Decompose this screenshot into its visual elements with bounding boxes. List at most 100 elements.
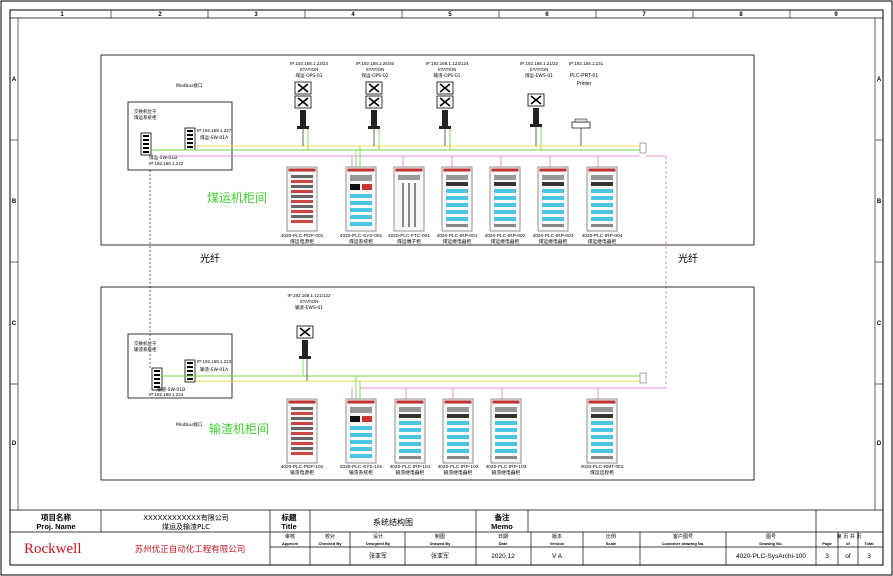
cabinet-pdp-101-desc: 输渣电源柜 — [290, 469, 314, 476]
hdr-drawed-en: Drawed By — [430, 541, 451, 546]
grid-row-c-left: C — [12, 321, 17, 327]
cabinet-sys-101-code: 4020-PLC-SYS-101 — [340, 464, 383, 470]
rockwell-logo-text: Rockwell — [24, 541, 82, 557]
bottom-switch-b-icon — [151, 367, 163, 391]
bottom-sw-b-name: 输渣-SW-01B — [157, 386, 185, 393]
grid-col-6: 6 — [545, 12, 549, 18]
hdr-checked-cn: 校对 — [325, 533, 335, 540]
fiber-label-left: 光纤 — [200, 252, 220, 265]
hdr-date-en: Date — [499, 541, 508, 546]
grid-col-2: 2 — [158, 12, 162, 18]
proj-name-en: Proj. Name — [36, 522, 75, 531]
ops-01-name: 煤运-OPS-01 — [295, 72, 322, 79]
cabinet-sys-101-desc: 输渣系统柜 — [349, 469, 373, 476]
grid-col-5: 5 — [448, 12, 452, 18]
top-sw-b-ip: IP:192.168.1.222 — [149, 161, 184, 166]
bottom-modbus-label: Modbus接口 — [176, 421, 203, 428]
contractor-name: 苏州优正自动化工程有限公司 — [135, 544, 246, 555]
grid-col-1: 1 — [60, 12, 64, 18]
cabinet-pdp-001-icon — [286, 166, 318, 232]
bottom-sw-a-name: 输渣-SW-01A — [200, 366, 229, 373]
cabinet-sys-101-icon — [345, 398, 377, 464]
cabinet-ftc-001-code: 4020-PLC-FTC-001 — [388, 233, 430, 239]
cabinet-sys-001-icon — [345, 166, 377, 232]
top-sw-a-ip: IP:192.168.1.227 — [197, 128, 232, 133]
hdr-version-cn: 版本 — [552, 533, 562, 540]
ops-01-ip: IP:192.168.1.23/24 — [290, 61, 329, 66]
top-switch-box-title1: 交换机位于 — [134, 108, 157, 115]
hdr-scale-cn: 比例 — [606, 533, 616, 540]
cabinet-irp-004-icon — [586, 166, 618, 232]
ops-02-ip: IP:192.168.1.25/26 — [356, 61, 395, 66]
cabinet-irp-102-icon — [442, 398, 474, 464]
top-switch-b-icon — [140, 132, 152, 156]
cabinet-irp-003-code: 4020-PLC-IRP-003 — [533, 233, 574, 239]
grid-row-d-left: D — [12, 441, 17, 447]
grid-col-9: 9 — [834, 12, 838, 18]
top-sw-a-name: 煤运-SW-01A — [200, 134, 229, 141]
cabinet-irp-002-desc: 煤运继电器柜 — [491, 238, 520, 245]
cabinet-irp-101-desc: 输渣继电器柜 — [396, 469, 425, 476]
cabinet-irp-004-code: 4020-PLC-IRP-004 — [582, 233, 623, 239]
printer-name: PLC-PRT-01 — [570, 73, 598, 79]
cabinet-rmt-001-icon — [586, 398, 618, 464]
grid-col-4: 4 — [351, 12, 355, 18]
cabinet-irp-102-desc: 输渣继电器柜 — [444, 469, 473, 476]
hdr-total-en: Total — [864, 541, 873, 546]
hdr-customer-dwg-en: Customer drawing No. — [662, 541, 705, 546]
bottom-switch-box-title2: 输渣系统柜 — [134, 346, 157, 353]
ops-01-type: STATION — [300, 67, 319, 72]
bottom-area-label: 输渣机柜间 — [209, 421, 269, 436]
grid-row-a-left: A — [12, 77, 17, 83]
cabinet-irp-003-icon — [537, 166, 569, 232]
grid-row-b-right: B — [877, 199, 882, 205]
cabinet-ftc-001-desc: 煤运端子柜 — [397, 238, 421, 245]
cabinet-irp-101-icon — [394, 398, 426, 464]
ops-03-name: 输渣-OPS-01 — [433, 72, 460, 79]
hdr-version-en: Version — [550, 541, 565, 546]
memo-cn: 备注 — [494, 512, 510, 522]
bottom-sw-a-ip: IP:192.168.1.223 — [197, 359, 232, 364]
cabinet-irp-101-code: 4020-PLC-IRP-101 — [390, 464, 431, 470]
grid-col-3: 3 — [254, 12, 258, 18]
page-total-value: 3 — [867, 553, 871, 560]
cabinet-irp-001-code: 4020-PLC-IRP-001 — [437, 233, 478, 239]
hdr-of-en: of — [846, 541, 850, 546]
printer-icon — [571, 118, 591, 146]
cabinet-sys-001-desc: 煤运系统柜 — [349, 238, 373, 245]
version-value: V A — [552, 553, 563, 560]
project-line: 煤运及输渣PLC — [162, 522, 210, 531]
cabinet-irp-102-code: 4020-PLC-IRP-102 — [438, 464, 479, 470]
cabinet-irp-002-code: 4020-PLC-IRP-002 — [485, 233, 526, 239]
hdr-customer-dwg-cn: 客户图号 — [673, 533, 693, 540]
company-line: XXXXXXXXXXXX有限公司 — [143, 513, 229, 522]
grid-row-d-right: D — [877, 441, 882, 447]
grid-row-a-right: A — [877, 77, 882, 83]
cabinet-irp-004-desc: 煤运继电器柜 — [588, 238, 617, 245]
hdr-approve-en: Approve — [282, 541, 299, 546]
cabinet-pdp-101-code: 4020-PLC-PDP-101 — [281, 464, 324, 470]
hdr-scale-en: Scale — [606, 541, 617, 546]
ews-01-type: STATION — [530, 67, 549, 72]
grid-row-b-left: B — [12, 199, 17, 205]
cabinet-sys-001-code: 4020-PLC-SYS-001 — [340, 233, 383, 239]
ops-02-name: 煤运-OPS-02 — [361, 72, 388, 79]
ews-01-name: 煤运-EWS-01 — [525, 72, 553, 79]
hdr-designed-cn: 设计 — [373, 533, 383, 540]
title-block — [10, 509, 883, 565]
printer-ip: IP:192.168.1.231 — [569, 61, 604, 66]
top-sw-b-name: 煤运-SW-01B — [149, 154, 177, 161]
cabinet-pdp-001-code: 4020-PLC-PDP-001 — [281, 233, 324, 239]
hdr-checked-en: Checked By — [319, 541, 343, 546]
top-area-label: 煤运机柜间 — [207, 191, 267, 205]
cabinet-irp-002-icon — [489, 166, 521, 232]
date-value: 2020.12 — [491, 553, 515, 560]
page-of-value: of — [845, 553, 851, 560]
cabinet-rmt-001-desc: 煤运远程柜 — [590, 469, 614, 476]
cabinet-irp-103-desc: 输渣继电器柜 — [492, 469, 521, 476]
drawing-no-value: 4020-PLC-SysArchi-100 — [736, 553, 806, 560]
designed-by-value: 张亚军 — [369, 552, 387, 560]
cabinet-irp-103-icon — [490, 398, 522, 464]
fiber-label-right: 光纤 — [678, 252, 698, 265]
